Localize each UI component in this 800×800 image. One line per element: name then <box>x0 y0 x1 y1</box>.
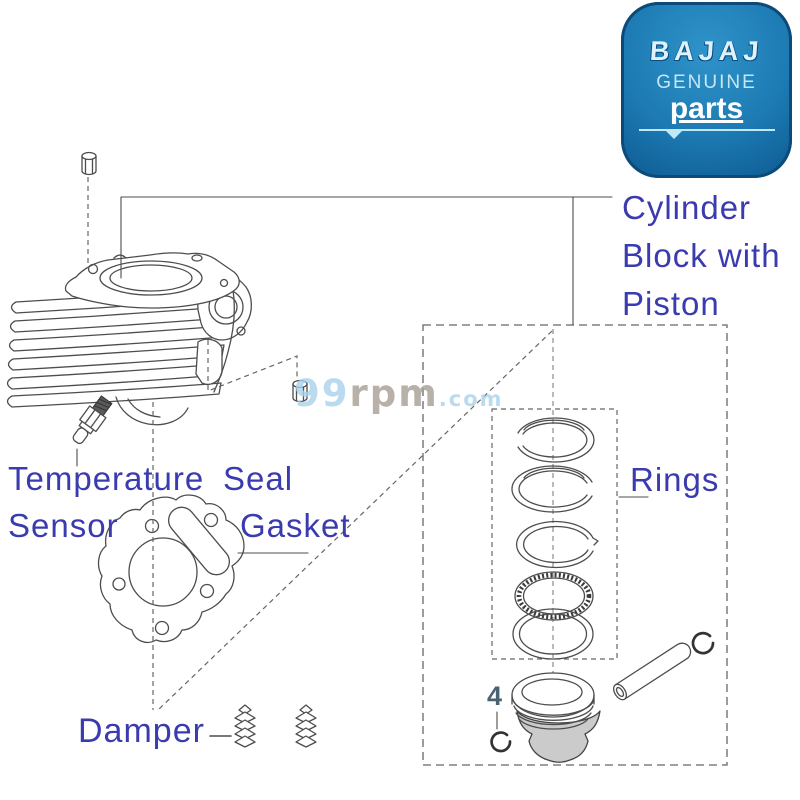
down-arrow-icon <box>664 130 683 139</box>
circlip-icon <box>490 731 512 753</box>
piston-ring-icon <box>511 465 593 513</box>
piston-assembly-dashed-box <box>422 324 728 766</box>
cylinder-block-label-line3: Piston <box>622 285 720 322</box>
watermark-text: rpm <box>349 372 439 415</box>
sensor-label: Sensor <box>8 507 119 544</box>
damper-leader-diagonal <box>156 330 553 712</box>
gudgeon-pin-icon <box>612 642 692 701</box>
gasket-label: Gasket <box>240 507 351 544</box>
damper-spring-icon <box>295 704 317 748</box>
piston-ring-icon <box>516 520 599 569</box>
watermark-tld: .com <box>438 387 504 411</box>
bajaj-genuine-parts-logo: BAJAJ GENUINE parts <box>621 2 792 178</box>
temperature-label: Temperature <box>8 460 205 497</box>
oil-ring-icon <box>514 571 594 621</box>
watermark-number: 99 <box>294 372 350 415</box>
cylinder-block-label-line1: Cylinder <box>622 189 752 226</box>
cylinder-block-icon <box>6 252 253 426</box>
logo-genuine-text: GENUINE <box>656 72 757 93</box>
logo-parts-text: parts <box>669 92 744 125</box>
dowel-pin-icon <box>292 379 308 403</box>
piston-ring-icon <box>512 608 594 660</box>
damper-spring-icon <box>234 704 256 748</box>
logo-brand-text: BAJAJ <box>648 36 765 66</box>
rings-dashed-box <box>491 408 618 660</box>
watermark: 99rpm.com <box>294 372 504 415</box>
circlip-part-number: 4 <box>487 681 503 711</box>
damper-label: Damper <box>78 712 205 750</box>
piston-icon <box>511 672 601 763</box>
logo-underline-rule <box>638 129 775 139</box>
seal-gasket-icon <box>97 494 245 644</box>
seal-label: Seal <box>223 460 294 497</box>
cylinder-block-label: Cylinder Block with Piston <box>622 184 781 328</box>
circlip-icon <box>691 631 715 655</box>
rings-label: Rings <box>630 461 720 498</box>
cylinder-block-label-line2: Block with <box>622 237 781 274</box>
cylinder-block-leader-line <box>120 196 613 326</box>
piston-ring-icon <box>517 417 595 463</box>
dowel-pin-icon <box>81 151 97 176</box>
temperature-sensor-icon <box>72 395 113 445</box>
